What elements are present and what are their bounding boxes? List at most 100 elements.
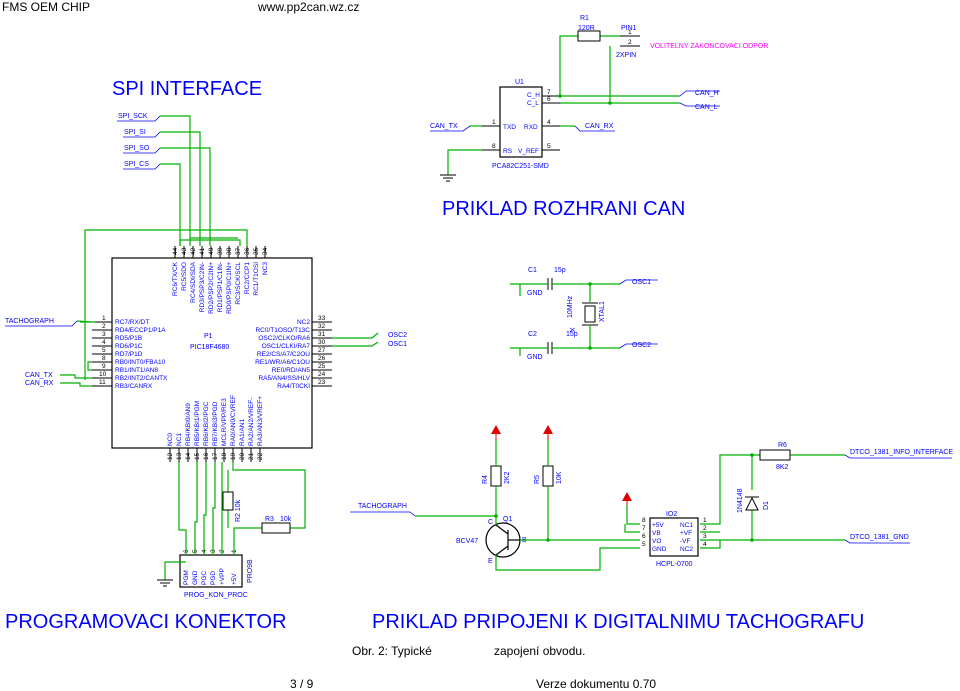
xtal-ref: XTAL1 (599, 301, 606, 322)
svg-text:RC1/T1OSI: RC1/T1OSI (253, 262, 260, 296)
r5-value: 10K (556, 471, 563, 484)
r6-body (759, 449, 791, 461)
svg-text:RC0/T1OSO/T13C: RC0/T1OSO/T13C (255, 327, 310, 334)
svg-text:32: 32 (318, 323, 326, 330)
svg-text:RA2/AN2/VREF-: RA2/AN2/VREF- (248, 398, 255, 446)
svg-text:PGC: PGC (201, 571, 208, 585)
c2-value: 15p (566, 331, 578, 338)
can-wires (447, 35, 680, 175)
spi-wires (160, 115, 211, 246)
svg-text:RB3/CANRX: RB3/CANRX (115, 383, 153, 390)
r4-value: 2K2 (504, 471, 511, 484)
svg-text:RD3/PSP3/C2IN-: RD3/PSP3/C2IN- (199, 262, 206, 312)
svg-text:41: 41 (199, 247, 206, 255)
d1-part: 1N4148 (737, 488, 744, 513)
svg-text:8: 8 (642, 517, 646, 524)
svg-text:19: 19 (230, 452, 237, 460)
net-can-tx-left: CAN_TX (25, 372, 53, 379)
mcu-bottom-pins: NC0 NC1 RB4/KBI0/AN9 RB5/KBI1/PGM RB6/KB… (167, 395, 264, 462)
svg-text:34: 34 (262, 247, 269, 255)
svg-text:OSC1/CLKI/RA7: OSC1/CLKI/RA7 (262, 343, 311, 350)
svg-text:RC4/SDI/SDA: RC4/SDI/SDA (190, 261, 197, 302)
c1-ref: C1 (528, 267, 537, 274)
svg-text:14: 14 (185, 452, 192, 460)
svg-text:RE1/WR/A6/C1OU: RE1/WR/A6/C1OU (255, 359, 310, 366)
svg-text:25: 25 (318, 363, 326, 370)
title-tachograph-connection: PRIKLAD PRIPOJENI K DIGITALNIMU TACHOGRA… (372, 611, 864, 633)
svg-text:RB6/KBI2/PGC: RB6/KBI2/PGC (203, 401, 210, 446)
svg-text:43: 43 (181, 247, 188, 255)
svg-text:VB: VB (652, 530, 661, 537)
mcu-right-pins: 33 32 31 30 27 26 25 24 23 NC2 RC0/T1OSO… (255, 315, 332, 390)
svg-text:27: 27 (318, 347, 326, 354)
svg-text:RA4/T0CKI: RA4/T0CKI (277, 383, 310, 390)
svg-text:33: 33 (318, 315, 326, 322)
r6-ref: R6 (778, 442, 787, 449)
svg-text:RB0/INT0/FBA10: RB0/INT0/FBA10 (115, 359, 166, 366)
svg-text:35: 35 (253, 247, 260, 255)
svg-text:RC3/SCK/SCL: RC3/SCK/SCL (235, 262, 242, 305)
svg-text:+5V: +5V (231, 573, 238, 585)
svg-text:7: 7 (547, 89, 551, 96)
gnd-label-c1: GND (527, 290, 543, 297)
net-can-l: CAN_L (695, 104, 718, 111)
svg-text:OSC2/CLKO/RA6: OSC2/CLKO/RA6 (258, 335, 310, 342)
svg-text:RS: RS (503, 148, 513, 155)
gnd-symbol-u1 (440, 174, 456, 182)
svg-text:1: 1 (102, 315, 106, 322)
svg-text:NC0: NC0 (167, 433, 174, 446)
svg-text:2: 2 (628, 39, 632, 46)
svg-text:NC1: NC1 (176, 433, 183, 446)
u1-part: PCA82C251-SMD (492, 163, 549, 170)
svg-text:26: 26 (318, 355, 326, 362)
net-can-rx-u1: CAN_RX (585, 123, 614, 130)
io2-part: HCPL-0700 (656, 561, 693, 568)
c2-ref: C2 (528, 331, 537, 338)
svg-text:RC5/SDO: RC5/SDO (181, 262, 188, 291)
net-dtco-info: DTCO_1381_INFO_INTERFACE (850, 449, 953, 456)
svg-text:42: 42 (190, 247, 197, 255)
r6-value: 8K2 (776, 464, 789, 471)
net-osc2-xtal: OSC2 (632, 342, 651, 349)
svg-text:8: 8 (492, 143, 496, 150)
net-tachograph-tacho: TACHOGRAPH (358, 503, 407, 510)
net-osc2-mcu: OSC2 (388, 332, 407, 339)
svg-text:RB5/KBI1/PGM: RB5/KBI1/PGM (194, 401, 201, 446)
r2-label: R2 10k (235, 499, 242, 522)
optocoupler-io2 (649, 517, 699, 557)
svg-text:1: 1 (703, 517, 707, 524)
svg-text:36: 36 (244, 247, 251, 255)
svg-text:C_L: C_L (527, 100, 539, 107)
crystal-body (584, 305, 596, 323)
svg-text:2: 2 (102, 323, 106, 330)
svg-text:RB1/INT1/AN8: RB1/INT1/AN8 (115, 367, 158, 374)
svg-text:RD5/P1B: RD5/P1B (115, 335, 142, 342)
svg-text:RC2/CCP1: RC2/CCP1 (244, 262, 251, 295)
mcu-p1-body (111, 257, 313, 449)
title-can-interface: PRIKLAD ROZHRANI CAN (442, 198, 685, 220)
svg-text:17: 17 (212, 452, 219, 460)
r1-ref: R1 (580, 15, 589, 22)
svg-text:5: 5 (102, 347, 106, 354)
net-can-rx-left: CAN_RX (25, 380, 54, 387)
osc-wires (510, 283, 620, 356)
prog-wires (164, 462, 306, 580)
svg-text:RD1/PSP1/C1IN-: RD1/PSP1/C1IN- (217, 262, 224, 312)
svg-text:24: 24 (318, 371, 326, 378)
svg-text:5: 5 (547, 143, 551, 150)
svg-text:C_H: C_H (527, 92, 540, 99)
xtal-x: X (570, 327, 577, 332)
svg-text:RA1/AN1: RA1/AN1 (239, 419, 246, 446)
svg-text:+VPP: +VPP (219, 568, 226, 585)
svg-text:16: 16 (203, 452, 210, 460)
svg-text:RD4/ECCP1/P1A: RD4/ECCP1/P1A (115, 327, 166, 334)
r1-body (577, 30, 601, 42)
svg-text:11: 11 (99, 379, 106, 386)
svg-text:RA0/AN0/CVREF: RA0/AN0/CVREF (230, 395, 237, 446)
header-url: www.pp2can.wz.cz (258, 0, 360, 14)
svg-text:15: 15 (194, 452, 201, 460)
d1-ref: D1 (763, 501, 770, 510)
net-osc1-mcu: OSC1 (388, 341, 407, 348)
net-dtco-gnd: DTCO_1381_GND (850, 534, 909, 541)
prog-aux-label: PRO9B (247, 559, 254, 583)
